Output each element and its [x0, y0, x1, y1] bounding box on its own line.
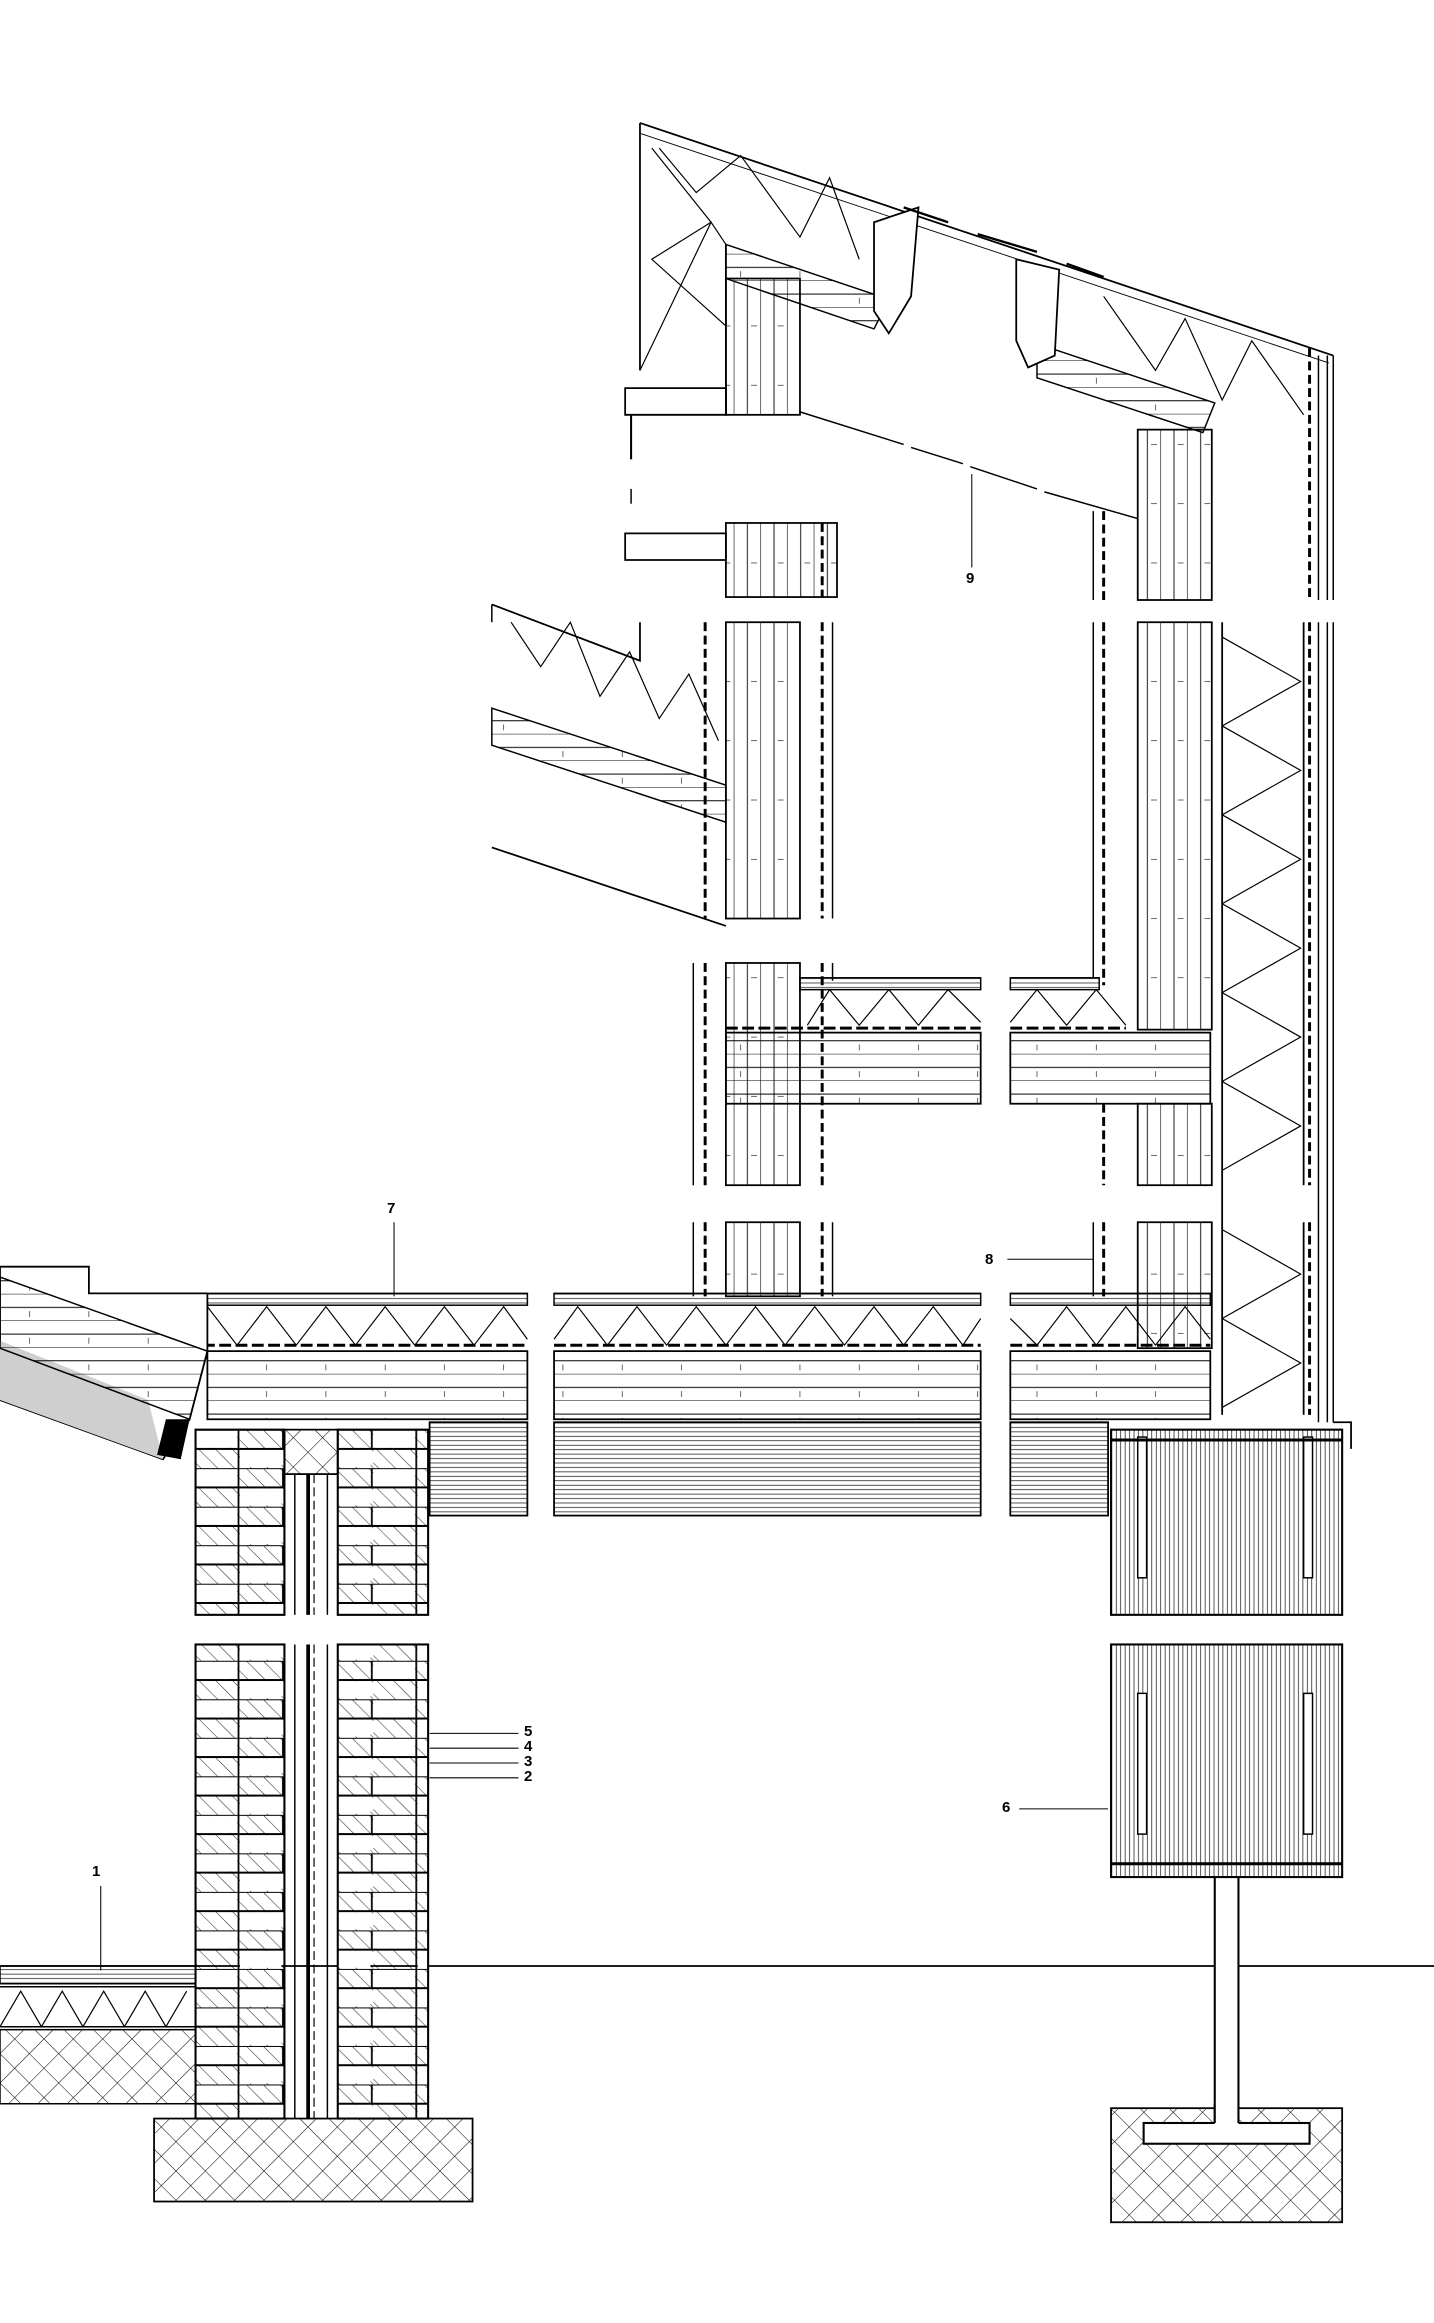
interior-wall: [692, 522, 838, 1298]
eave-overhang: [0, 1265, 209, 1461]
callout-2: 2: [524, 1768, 533, 1785]
callout-7: 7: [387, 1200, 396, 1217]
callout-1: 1: [92, 1863, 101, 1880]
callout-5: 5: [524, 1723, 533, 1740]
leader-lines: [100, 474, 1109, 1971]
callout-6: 6: [1002, 1799, 1011, 1816]
inner-wall-leaf: [1092, 428, 1213, 1350]
glulam-beam: [428, 1421, 1109, 1517]
callout-3: 3: [524, 1753, 533, 1770]
callout-4: 4: [524, 1738, 533, 1755]
pitched-roof: [491, 122, 1334, 927]
roof-deck-slab: [88, 1292, 1212, 1421]
exterior-floor-layers: [0, 1965, 197, 2105]
intermediate-floor: [724, 977, 1212, 1105]
timber-column: [1110, 1428, 1344, 2224]
callout-9: 9: [966, 570, 975, 587]
wall-footing: [153, 2117, 474, 2203]
cavity-brick-wall: [194, 1428, 430, 2120]
callout-8: 8: [985, 1251, 994, 1268]
outer-wall-insulation: [1220, 348, 1352, 1449]
